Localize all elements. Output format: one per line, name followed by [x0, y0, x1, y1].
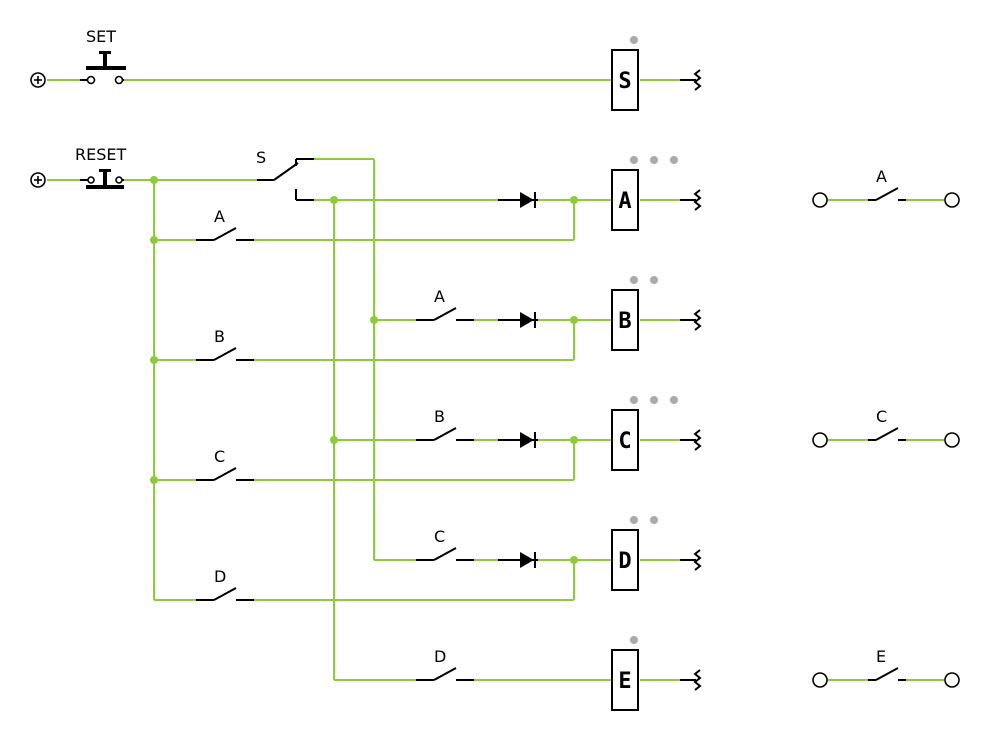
contact-drive-c-label: C	[434, 527, 445, 546]
ground-icon	[680, 549, 702, 571]
contact-reset-c[interactable]	[196, 467, 254, 481]
contact-reset-a-label: A	[214, 207, 225, 226]
contact-drive-d-label: D	[434, 647, 446, 666]
contact-drive-d[interactable]	[416, 667, 474, 681]
coil-e-letter: E	[618, 669, 631, 694]
reset-pushbutton[interactable]	[80, 169, 124, 189]
power-source-icon	[30, 72, 46, 88]
contact-reset-c-label: C	[214, 447, 225, 466]
changeover-switch-s[interactable]	[257, 158, 314, 201]
junction-dots	[150, 176, 578, 564]
output-contact-e-label: E	[876, 647, 886, 666]
switch-s-label: S	[256, 148, 266, 167]
coil-d-letter: D	[618, 549, 631, 574]
contact-reset-b[interactable]	[196, 347, 254, 361]
set-button-label: SET	[86, 27, 116, 46]
set-pushbutton[interactable]	[80, 51, 126, 85]
diode-icon	[498, 312, 538, 328]
output-contact-a-label: A	[876, 167, 887, 186]
ground-icon	[680, 309, 702, 331]
coil-b-letter: B	[618, 309, 631, 334]
contact-drive-b-label: B	[434, 407, 445, 426]
coil-e[interactable]: E	[611, 649, 639, 711]
contact-drive-a[interactable]	[416, 307, 474, 321]
output-contact-e[interactable]	[812, 667, 960, 688]
coil-s-letter: S	[618, 69, 631, 94]
coil-s[interactable]: S	[611, 49, 639, 111]
ground-icon	[680, 669, 702, 691]
coil-a-letter: A	[618, 189, 631, 214]
coil-a[interactable]: A	[611, 169, 639, 231]
diode-icon	[498, 432, 538, 448]
diode-icon	[498, 192, 538, 208]
coil-c-letter: C	[618, 429, 631, 454]
coil-c[interactable]: C	[611, 409, 639, 471]
coil-b-indicator-dots	[630, 276, 658, 284]
output-contact-c[interactable]	[812, 427, 960, 448]
power-source-icon	[30, 172, 46, 188]
ground-icon	[680, 69, 702, 91]
output-contact-a[interactable]	[812, 187, 960, 208]
coil-d[interactable]: D	[611, 529, 639, 591]
coil-c-indicator-dots	[630, 396, 678, 404]
contact-reset-a[interactable]	[196, 227, 254, 241]
coil-b[interactable]: B	[611, 289, 639, 351]
reset-button-label: RESET	[75, 145, 126, 164]
coil-a-indicator-dots	[630, 156, 678, 164]
ground-icon	[680, 189, 702, 211]
contact-drive-b[interactable]	[416, 427, 474, 441]
contact-reset-d[interactable]	[196, 587, 254, 601]
contact-drive-c[interactable]	[416, 547, 474, 561]
contact-reset-d-label: D	[214, 567, 226, 586]
ground-icon	[680, 429, 702, 451]
output-contact-c-label: C	[876, 407, 887, 426]
contact-drive-a-label: A	[434, 287, 445, 306]
coil-e-indicator-dots	[630, 636, 638, 644]
diode-icon	[498, 552, 538, 568]
wiring	[47, 79, 944, 681]
contact-reset-b-label: B	[214, 327, 225, 346]
coil-s-indicator-dots	[630, 36, 638, 44]
coil-d-indicator-dots	[630, 516, 658, 524]
